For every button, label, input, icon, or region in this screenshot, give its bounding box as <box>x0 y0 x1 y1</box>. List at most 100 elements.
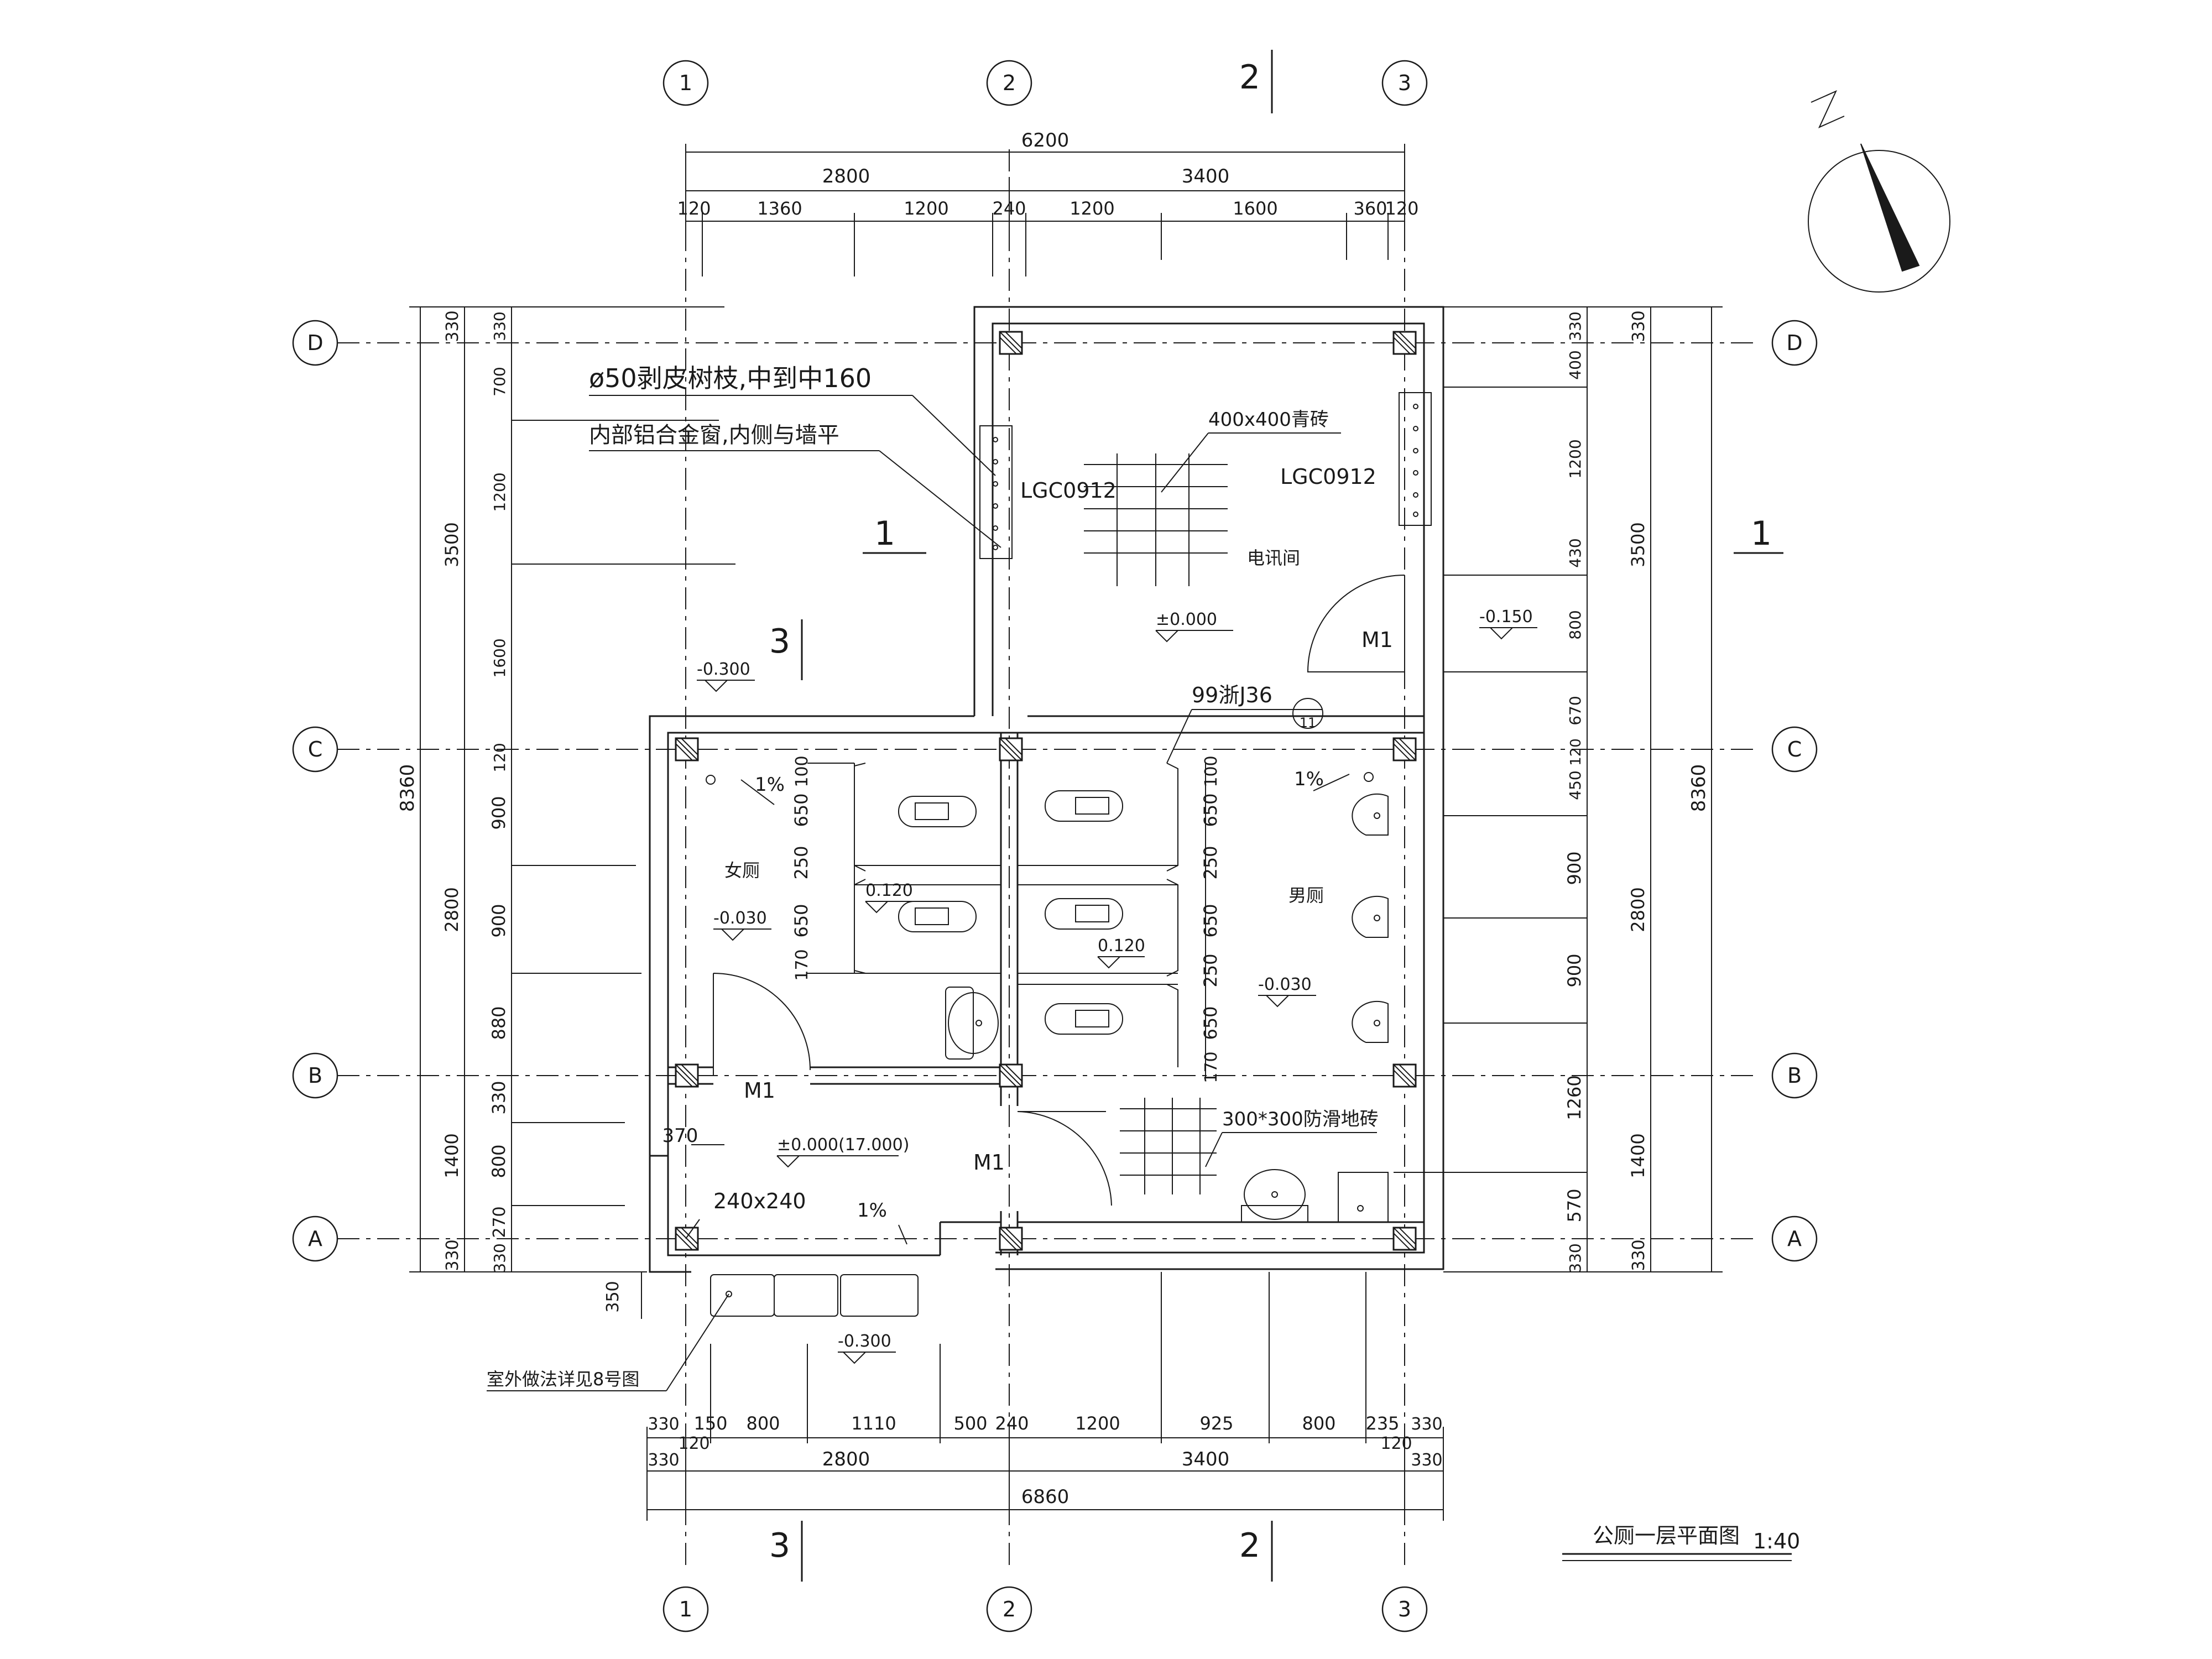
axis-bubble-3-top: 3 <box>1381 60 1428 106</box>
dim-left-mid: 2800 <box>441 887 462 932</box>
column <box>999 331 1023 355</box>
dim-top-detail: 1360 <box>757 198 802 219</box>
dim-right-detail: 900 <box>1564 851 1585 885</box>
axis-bubble-B-right: B <box>1771 1052 1818 1099</box>
door-label: M1 <box>973 1150 1005 1175</box>
section-mark-1-mid: 1 <box>874 514 895 553</box>
level-mark: 0.120 <box>1098 936 1145 956</box>
column <box>675 737 699 761</box>
section-mark-3-bottom: 3 <box>769 1526 790 1565</box>
dim-top-detail: 1200 <box>1070 198 1114 219</box>
level-mark: -0.300 <box>697 660 750 679</box>
dim-bottom-mid: 3400 <box>1182 1448 1230 1470</box>
room-label-telecom: 电讯间 <box>1247 547 1300 568</box>
note-outdoor: 室外做法详见8号图 <box>487 1369 639 1390</box>
level-marks: ±0.000 -0.150 -0.300 -0.030 0.120 0.120 … <box>697 607 1537 1364</box>
dim-bottom-detail: 1110 <box>851 1413 896 1434</box>
dim-stall-female: 250 <box>791 846 812 879</box>
dim-top-detail: 240 <box>992 198 1026 219</box>
top-dimensions: 6200 2800 3400 120 1360 1200 240 1200 16… <box>677 129 1418 219</box>
note-tile-blue: 400x400青砖 <box>1208 409 1329 431</box>
dim-left-detail: 800 <box>488 1144 509 1178</box>
axis-bubble-C-left: C <box>292 726 338 773</box>
north-arrow-icon <box>1808 90 1950 293</box>
dim-left-detail: 700 <box>491 367 509 396</box>
dim-stall-female: 650 <box>791 793 812 827</box>
column <box>675 1063 699 1088</box>
dim-right-detail: 430 <box>1566 538 1584 567</box>
dim-top-detail: 1200 <box>904 198 948 219</box>
windows <box>979 392 1432 559</box>
dim-bottom-detail: 800 <box>1302 1413 1335 1434</box>
window-label: LGC0912 <box>1020 478 1117 503</box>
dim-bottom-sub: 120 <box>1380 1434 1412 1453</box>
axis-bubble-A-left: A <box>292 1215 338 1262</box>
dim-bottom-detail: 330 <box>1411 1415 1442 1434</box>
door-label: M1 <box>1361 628 1393 652</box>
svg-text:1: 1 <box>679 71 692 95</box>
bottom-dimensions: 330 150 800 1110 500 240 1200 925 800 23… <box>648 1413 1442 1508</box>
labels: LGC0912 LGC0912 M1 M1 M1 电讯间 女厕 男厕 <box>724 465 1393 1175</box>
note-window: 内部铝合金窗,内侧与墙平 <box>589 422 839 448</box>
axis-bubble-2-top: 2 <box>986 60 1032 106</box>
window-west <box>979 425 1013 559</box>
urinal <box>1352 793 1389 836</box>
dim-bottom-detail: 800 <box>746 1413 780 1434</box>
dim-bottom-detail: 925 <box>1199 1413 1233 1434</box>
dim-bottom-mid: 330 <box>648 1451 679 1470</box>
section-mark-1-right: 1 <box>1751 514 1772 553</box>
detail-index-number: 11 <box>1300 715 1317 731</box>
squat-toilet <box>898 901 977 932</box>
slope-label: 1% <box>755 774 785 796</box>
doors <box>713 575 1405 1206</box>
column <box>999 1227 1023 1251</box>
dim-right-total: 8360 <box>1688 764 1710 812</box>
svg-text:C: C <box>1787 737 1802 761</box>
dim-bottom-detail: 330 <box>648 1415 679 1434</box>
dim-right-detail: 330 <box>1566 311 1584 341</box>
svg-text:A: A <box>1787 1227 1802 1251</box>
dim-left-detail: 900 <box>488 904 509 937</box>
axis-lines <box>337 149 1753 1571</box>
dim-bottom-sub: 120 <box>678 1434 709 1453</box>
dim-left-detail: 1200 <box>491 472 509 512</box>
dim-right-detail: 570 <box>1564 1188 1585 1222</box>
mop-sink <box>1338 1172 1389 1223</box>
level-mark: -0.030 <box>1258 975 1312 994</box>
detail-index-bubble <box>1292 698 1323 729</box>
dim-right-detail: 670 <box>1566 696 1584 725</box>
dim-bottom-detail: 1200 <box>1075 1413 1120 1434</box>
dim-bottom-detail: 500 <box>953 1413 987 1434</box>
dim-right-mid: 330 <box>1629 310 1648 342</box>
note-tile-antislip: 300*300防滑地砖 <box>1222 1108 1379 1130</box>
column <box>999 1063 1023 1088</box>
left-dimensions: 8360 330 3500 2800 1400 330 330 700 1200… <box>397 310 509 1272</box>
axis-bubble-B-left: B <box>292 1052 338 1099</box>
svg-text:D: D <box>1786 331 1802 355</box>
svg-text:2: 2 <box>1003 71 1016 95</box>
tile-grids <box>1084 453 1228 1194</box>
axis-bubble-D-right: D <box>1771 320 1818 366</box>
title-block: 公厕一层平面图 1:40 <box>1562 1524 1800 1561</box>
drawing-title: 公厕一层平面图 <box>1593 1524 1740 1548</box>
urinal <box>1352 1000 1389 1043</box>
dim-right-detail: 330 <box>1566 1243 1584 1272</box>
dim-left-detail: 120 <box>491 743 509 772</box>
axis-bubble-3-bottom: 3 <box>1381 1586 1428 1632</box>
svg-text:B: B <box>1787 1063 1802 1088</box>
dim-bottom-detail: 240 <box>995 1413 1029 1434</box>
dim-stall-male: 650 <box>1200 904 1221 937</box>
dim-bottom-mid: 2800 <box>822 1448 870 1470</box>
right-dimensions: 8360 330 3500 2800 1400 330 330 400 1200… <box>1564 310 1710 1272</box>
outdoor-planters <box>710 1274 919 1317</box>
dim-right-detail: 450 <box>1566 770 1584 800</box>
slope-arrow-icon <box>1313 774 1350 791</box>
column <box>675 1227 699 1251</box>
room-label-male: 男厕 <box>1288 885 1324 906</box>
dim-step-height: 350 <box>603 1281 623 1312</box>
level-mark: ±0.000 <box>1156 610 1217 629</box>
squat-toilet <box>898 796 977 827</box>
dim-bottom-mid: 330 <box>1411 1451 1442 1470</box>
column <box>1392 1063 1417 1088</box>
dim-stall-male: 650 <box>1200 1006 1221 1040</box>
